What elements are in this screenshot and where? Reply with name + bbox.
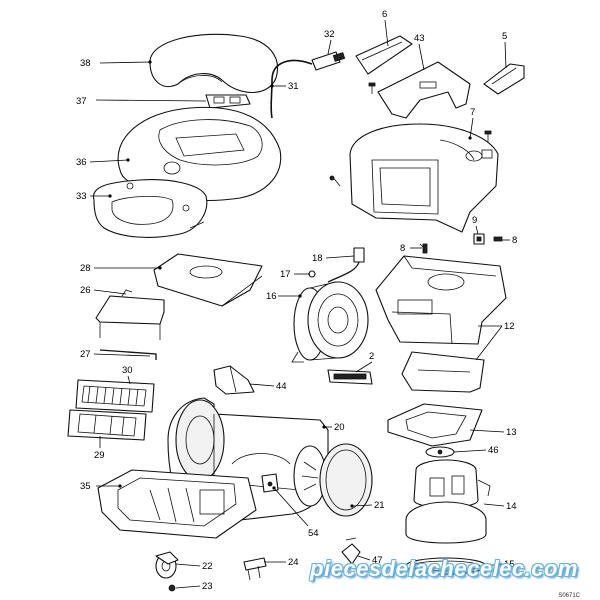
callout-9: 9	[472, 215, 477, 226]
part-8-screw-left	[419, 243, 428, 254]
screw-near-7	[484, 130, 492, 142]
callout-18: 18	[312, 253, 323, 264]
callout-54: 54	[308, 528, 319, 539]
callout-13: 13	[506, 427, 517, 438]
callout-23: 23	[202, 581, 213, 592]
part-5-side-cover	[483, 63, 525, 95]
part-14-motor	[405, 459, 491, 544]
part-29-filter-frame	[67, 409, 147, 441]
part-16-cable-reel	[291, 281, 369, 363]
part-12-motor-chassis	[375, 255, 507, 345]
part-46-cap	[425, 446, 455, 458]
part-12-lower-mount	[401, 351, 485, 393]
callout-29: 29	[94, 450, 105, 461]
callout-8-right: 8	[512, 235, 517, 246]
part-31-cable	[270, 59, 313, 119]
part-8-screw-right	[493, 236, 503, 242]
callout-14: 14	[506, 501, 517, 512]
fastener-left-7	[329, 175, 341, 187]
part-2-small-filter	[327, 369, 373, 385]
part-27-rod	[99, 349, 157, 360]
callout-6: 6	[382, 9, 387, 20]
part-38-lid-cover	[149, 33, 278, 93]
callout-28: 28	[80, 263, 91, 274]
callout-15: 15	[504, 559, 515, 570]
callout-26: 26	[80, 285, 91, 296]
part-23-screw	[168, 584, 176, 592]
callout-16: 16	[266, 291, 277, 302]
callout-22: 22	[202, 561, 213, 572]
callout-8-left: 8	[400, 243, 405, 254]
callout-31: 31	[288, 81, 299, 92]
callout-44: 44	[276, 381, 287, 392]
part-21-round-filter	[293, 443, 373, 517]
callout-12: 12	[504, 321, 515, 332]
callout-37: 37	[76, 96, 87, 107]
callout-47: 47	[372, 555, 383, 566]
part-32-plug	[311, 51, 346, 71]
callout-35: 35	[80, 481, 91, 492]
part-22-caster	[155, 551, 179, 579]
leader-lines	[89, 19, 510, 589]
callout-20: 20	[334, 422, 345, 433]
part-33-front-bumper	[92, 179, 208, 238]
callout-7: 7	[470, 107, 475, 118]
callout-36: 36	[76, 157, 87, 168]
part-36-top-housing	[117, 106, 282, 201]
part-26-filter-holder	[95, 289, 165, 340]
part-35-front-tray	[97, 469, 257, 539]
part-43-top-bracket	[377, 61, 471, 119]
callout-21: 21	[374, 500, 385, 511]
callout-17: 17	[280, 269, 291, 280]
callout-46: 46	[488, 445, 499, 456]
part-6-small-cover	[355, 35, 413, 75]
callout-27: 27	[80, 349, 91, 360]
part-18-connector	[327, 247, 365, 283]
drawing-code: S0671C	[558, 593, 580, 599]
site-watermark: piecesdelachecelec.com	[310, 556, 578, 581]
callout-43: 43	[414, 33, 425, 44]
callout-5: 5	[502, 31, 507, 42]
callout-24: 24	[288, 557, 299, 568]
part-13-gasket	[387, 403, 483, 447]
part-9-fitting	[473, 233, 485, 245]
part-30-grille-filter	[75, 379, 155, 413]
callout-38: 38	[80, 58, 91, 69]
screw-near-43	[368, 82, 376, 94]
part-47-small-clip	[341, 537, 361, 565]
part-44-bracket	[213, 365, 255, 395]
part-28-filter-cover	[153, 253, 263, 307]
callout-32: 32	[324, 29, 335, 40]
callout-2: 2	[369, 351, 374, 362]
callout-numbers: 38 37 36 33 32 31 6 43 5 7 9 8 8 18 17 1…	[76, 9, 517, 592]
callout-33: 33	[76, 191, 87, 202]
part-37-clip	[205, 94, 251, 109]
part-24-clip	[243, 557, 267, 581]
leader-dots	[108, 60, 472, 508]
callout-30: 30	[122, 365, 133, 376]
part-7-housing	[349, 123, 499, 233]
